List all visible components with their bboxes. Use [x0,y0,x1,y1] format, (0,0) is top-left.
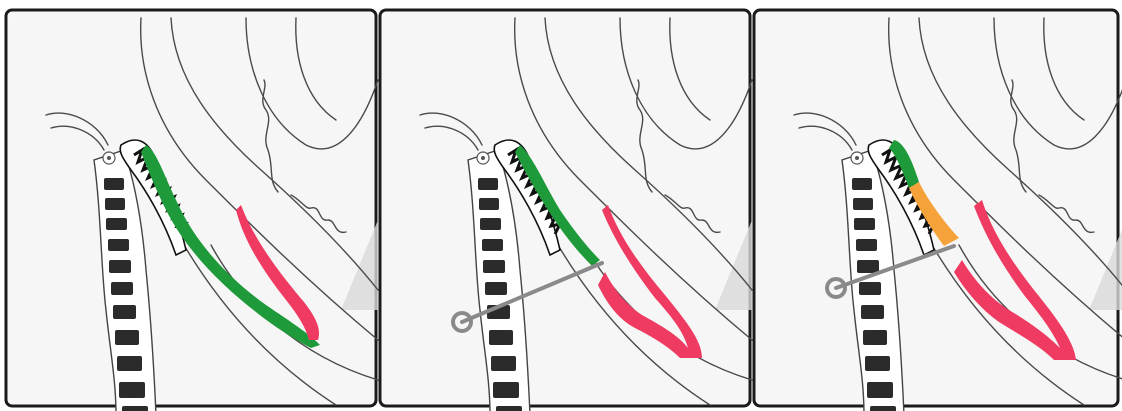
panel-2 [380,10,752,411]
panel-3 [754,10,1122,411]
panel-1 [6,10,378,411]
